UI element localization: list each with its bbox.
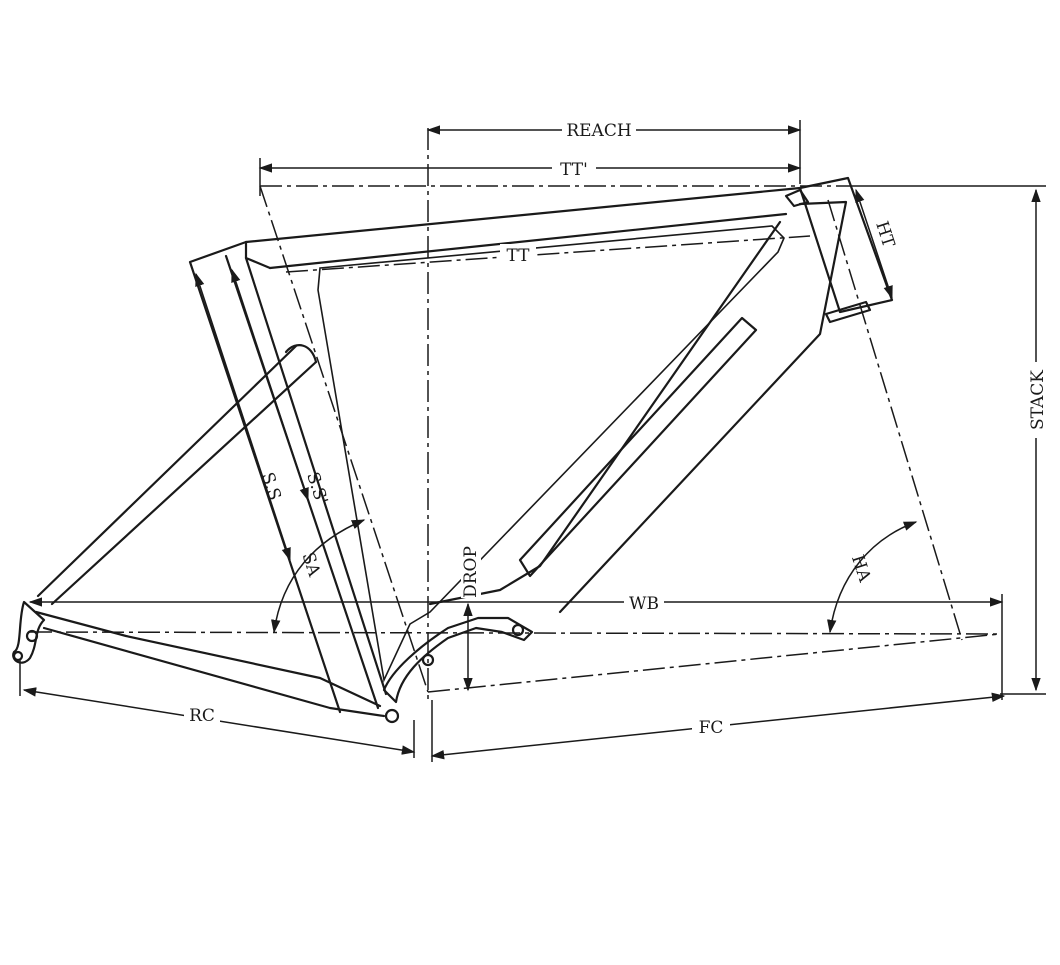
bottom-bracket-shell xyxy=(382,616,534,704)
down-tube xyxy=(428,200,848,614)
drop-label: DROP xyxy=(461,546,481,598)
bb-to-front-axle-centerline xyxy=(427,633,1001,693)
top-tube xyxy=(244,186,802,270)
steerer-axis-centerline xyxy=(827,199,963,641)
ss-effective-label: S.S' xyxy=(302,470,331,507)
ss-dimension-line xyxy=(195,272,291,562)
head-tube xyxy=(798,176,894,314)
rc-label: RC xyxy=(189,706,215,726)
tt-label: TT xyxy=(507,246,531,266)
seat-angle-arc xyxy=(271,519,366,634)
fc-label: FC xyxy=(699,718,724,738)
stack-label: STACK xyxy=(1028,370,1048,430)
ha-label: HA xyxy=(847,552,875,585)
dimensions: REACH TT' TT HT STACK S.S S.S' SA HA DRO… xyxy=(19,118,1048,762)
wb-label: WB xyxy=(629,594,659,614)
sa-label: SA xyxy=(298,550,325,580)
tt-effective-label: TT' xyxy=(560,160,588,180)
top-tube-centerline xyxy=(285,235,811,273)
frame-outline xyxy=(12,176,894,724)
ss-effective-dimension-line xyxy=(231,268,309,502)
centerlines xyxy=(29,128,1001,700)
ss-label: S.S xyxy=(257,470,285,503)
reach-label: REACH xyxy=(566,121,631,141)
ht-dimension-line xyxy=(855,188,893,300)
head-angle-arc xyxy=(827,521,918,634)
front-triangle-window xyxy=(317,225,785,683)
